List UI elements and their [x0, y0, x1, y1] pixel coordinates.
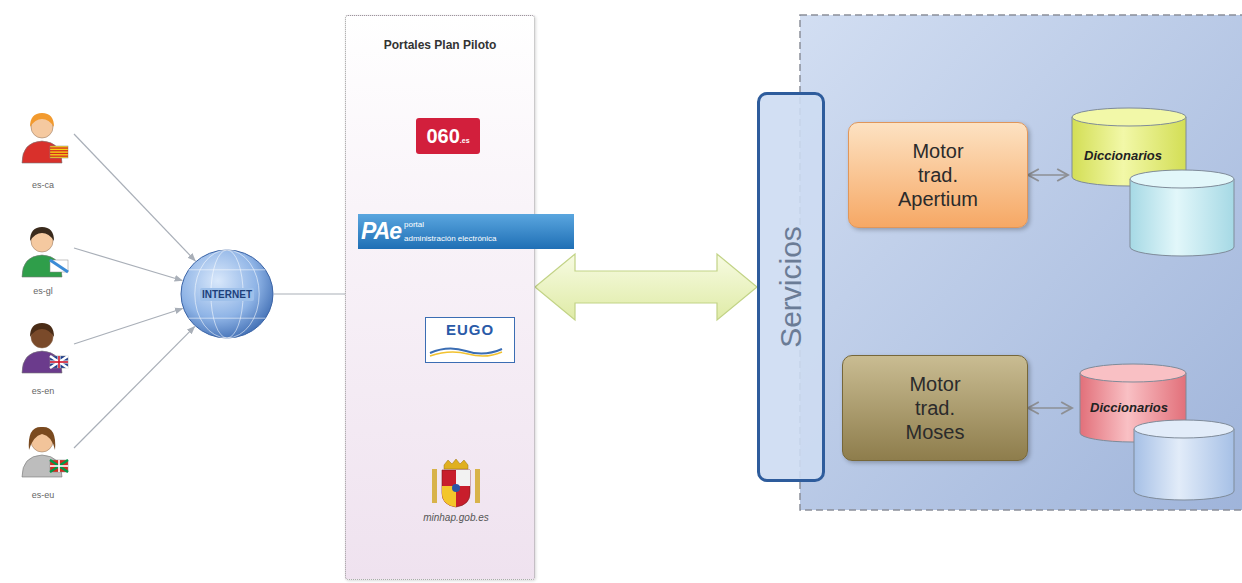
dictionary-label-box: Diccionarios — [1084, 148, 1162, 163]
user-icon — [12, 220, 74, 278]
engine-box: Motor trad. Moses — [842, 355, 1028, 461]
website-address: minhap.gob.es — [411, 512, 501, 523]
portal-panel: Portales Plan Piloto 060.esPAeportal admin… — [345, 15, 535, 580]
dictionary-label-box: Diccionarios — [1090, 400, 1168, 415]
user-icon — [12, 316, 74, 374]
database-cylinder — [1134, 420, 1234, 500]
user-node: es-ca — [12, 106, 74, 190]
portal-logo: minhap.gob.es — [411, 459, 501, 531]
logo-acronym: PAe — [361, 218, 401, 245]
logo-text-box: 060.es — [426, 125, 469, 148]
dictionary-cylinders — [1072, 362, 1238, 504]
user-node: es-en — [12, 316, 74, 396]
user-node: es-gl — [12, 220, 74, 296]
user-label-box: es-en — [12, 386, 74, 396]
logo-name: EUGO — [426, 321, 514, 338]
portal-logo: 060.es — [416, 118, 480, 154]
connector-arrow — [1028, 174, 1068, 176]
dictionary-cylinders — [1068, 104, 1238, 260]
dictionary-store: Diccionarios — [1068, 104, 1238, 260]
dictionary-store: Diccionarios — [1072, 362, 1238, 504]
language-pair: es-gl — [12, 286, 74, 296]
language-pair: es-eu — [12, 490, 74, 500]
language-pair: es-ca — [12, 180, 74, 190]
logo-suffix: .es — [460, 137, 470, 144]
network-label: INTERNET — [200, 288, 254, 301]
double-arrow — [535, 254, 757, 320]
crest-label-box: minhap.gob.es — [411, 512, 501, 523]
user-node: es-eu — [12, 420, 74, 500]
logo-subtitle: administración electrónica — [404, 234, 497, 243]
connector-arrow — [74, 248, 182, 281]
network-globe: INTERNET — [180, 249, 274, 339]
logo-subtitle: portal — [404, 220, 497, 229]
engine-box: Motor trad. Apertium — [848, 122, 1028, 228]
connector-arrow — [74, 309, 183, 344]
user-label-box: es-eu — [12, 490, 74, 500]
band-label-box: Servicios — [774, 226, 808, 348]
portal-logo: EUGO — [425, 317, 515, 363]
language-pair: es-en — [12, 386, 74, 396]
logo-text-box: EUGO — [426, 318, 514, 338]
connector-arrow — [74, 134, 195, 261]
services-band: Servicios — [757, 92, 825, 482]
panel-title-box: Portales Plan Piloto — [346, 38, 534, 52]
engine-label-box: Motor trad. Apertium — [892, 139, 984, 211]
logo-wave — [428, 344, 504, 358]
connector-arrow — [1028, 407, 1072, 409]
engine-label-box: Motor trad. Moses — [889, 372, 981, 444]
logo-text-box: PAeportal administración electrónica — [361, 218, 497, 245]
database-cylinder — [1130, 170, 1234, 256]
logo-number: 060 — [426, 125, 459, 148]
dictionary-label: Diccionarios — [1084, 148, 1162, 163]
dictionary-label: Diccionarios — [1090, 400, 1168, 415]
services-region — [800, 15, 1242, 510]
globe-label-box: INTERNET — [200, 288, 254, 301]
panel-title: Portales Plan Piloto — [346, 38, 534, 52]
portal-logo: PAeportal administración electrónica — [358, 214, 574, 249]
engine-name: Motor trad. Apertium — [892, 139, 984, 211]
user-label-box: es-ca — [12, 180, 74, 190]
connector-arrow — [74, 327, 195, 448]
user-icon — [12, 106, 74, 164]
user-icon — [12, 420, 74, 478]
connector-line — [274, 293, 345, 294]
coat-of-arms — [426, 459, 486, 509]
services-label: Servicios — [774, 226, 808, 348]
engine-name: Motor trad. Moses — [889, 372, 981, 444]
user-label-box: es-gl — [12, 286, 74, 296]
